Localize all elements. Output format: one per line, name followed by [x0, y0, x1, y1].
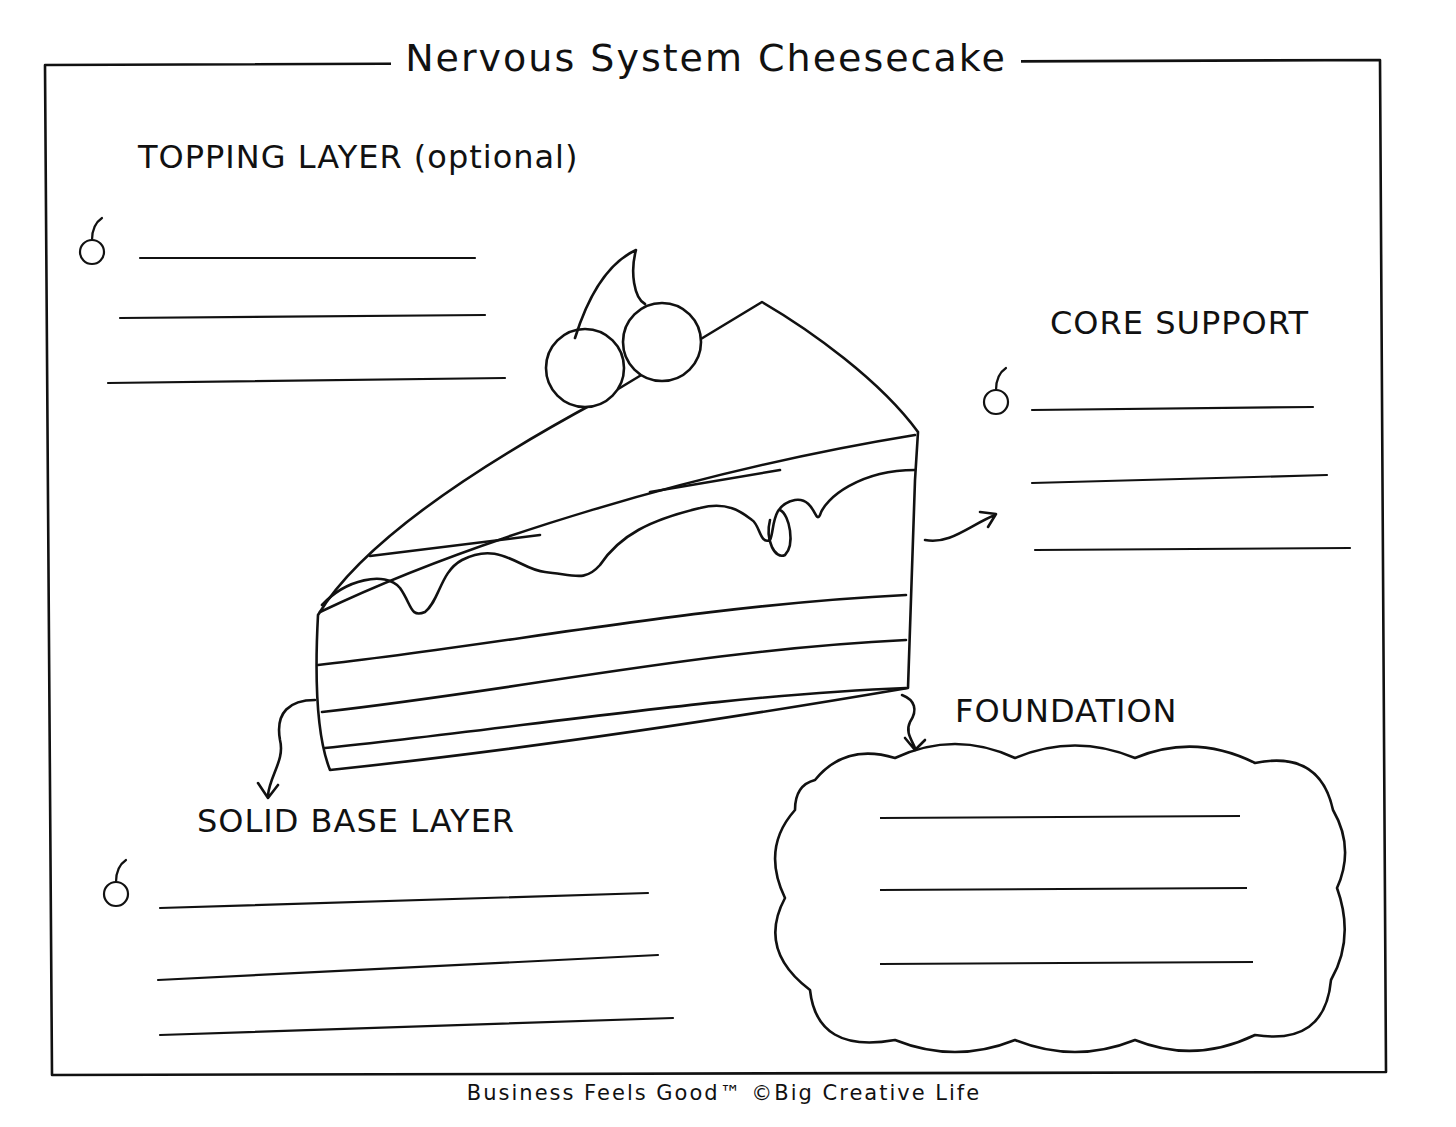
section-heading: TOPPING LAYER (optional) [138, 138, 578, 176]
page-title: Nervous System Cheesecake [391, 36, 1021, 80]
writing-line [108, 258, 1350, 1035]
leader-arrow [258, 700, 315, 798]
cherry [623, 303, 701, 381]
section-heading: SOLID BASE LAYER [197, 802, 515, 840]
cake-outline [317, 302, 919, 770]
section-heading: FOUNDATION [955, 692, 1178, 730]
page-frame [45, 60, 1386, 1075]
leader-arrow [925, 512, 996, 541]
cloud-box: FOUNDATION [755, 688, 1355, 1066]
cake-layer-line [318, 595, 906, 665]
cloud-shape [775, 744, 1345, 1052]
cherry-icon [80, 218, 1008, 906]
cherry-stem [575, 250, 645, 338]
cloud-outline [755, 688, 1355, 1066]
cake-drip [322, 470, 915, 613]
leader-arrow [902, 695, 925, 750]
cherry [546, 329, 624, 407]
cake-top-edge [320, 435, 915, 612]
cake-top-stroke [370, 535, 540, 556]
cake-layer-line [325, 688, 906, 748]
drip-loop [769, 510, 791, 556]
writing-line [880, 888, 1247, 890]
footer-caption: Business Feels Good™ ©Big Creative Life [467, 1081, 981, 1105]
writing-line [880, 816, 1240, 818]
section-heading: CORE SUPPORT [1050, 304, 1309, 342]
cake-top-stroke [650, 470, 780, 492]
writing-line [880, 962, 1253, 964]
cake-layer-line [322, 640, 906, 712]
